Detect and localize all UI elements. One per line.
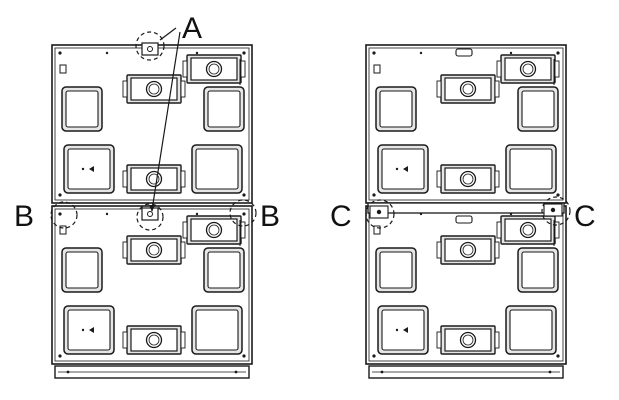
callout-circle-b-left: [50, 201, 78, 229]
callout-circle-a-joint: [136, 203, 164, 231]
right-top-panel: [366, 45, 566, 203]
left-assembly: A B B: [14, 12, 280, 379]
label-a: A: [182, 12, 202, 45]
callout-circle-c-left: [365, 199, 395, 229]
label-c-right: C: [574, 200, 596, 233]
left-top-panel: [52, 42, 252, 203]
callout-circle-c-right: [541, 196, 571, 226]
callout-circle-b-right: [229, 199, 257, 227]
right-connecting-plate: [367, 202, 565, 214]
right-bottom-panel: [366, 206, 566, 364]
label-b-right: B: [260, 200, 280, 233]
right-assembly: C C: [330, 45, 596, 379]
label-c-left: C: [330, 200, 352, 233]
leader-a-top: [159, 27, 177, 41]
label-b-left: B: [14, 200, 34, 233]
left-bottom-panel: [52, 206, 252, 364]
leader-a-joint: [151, 31, 181, 211]
callout-circle-a-top: [135, 31, 165, 61]
